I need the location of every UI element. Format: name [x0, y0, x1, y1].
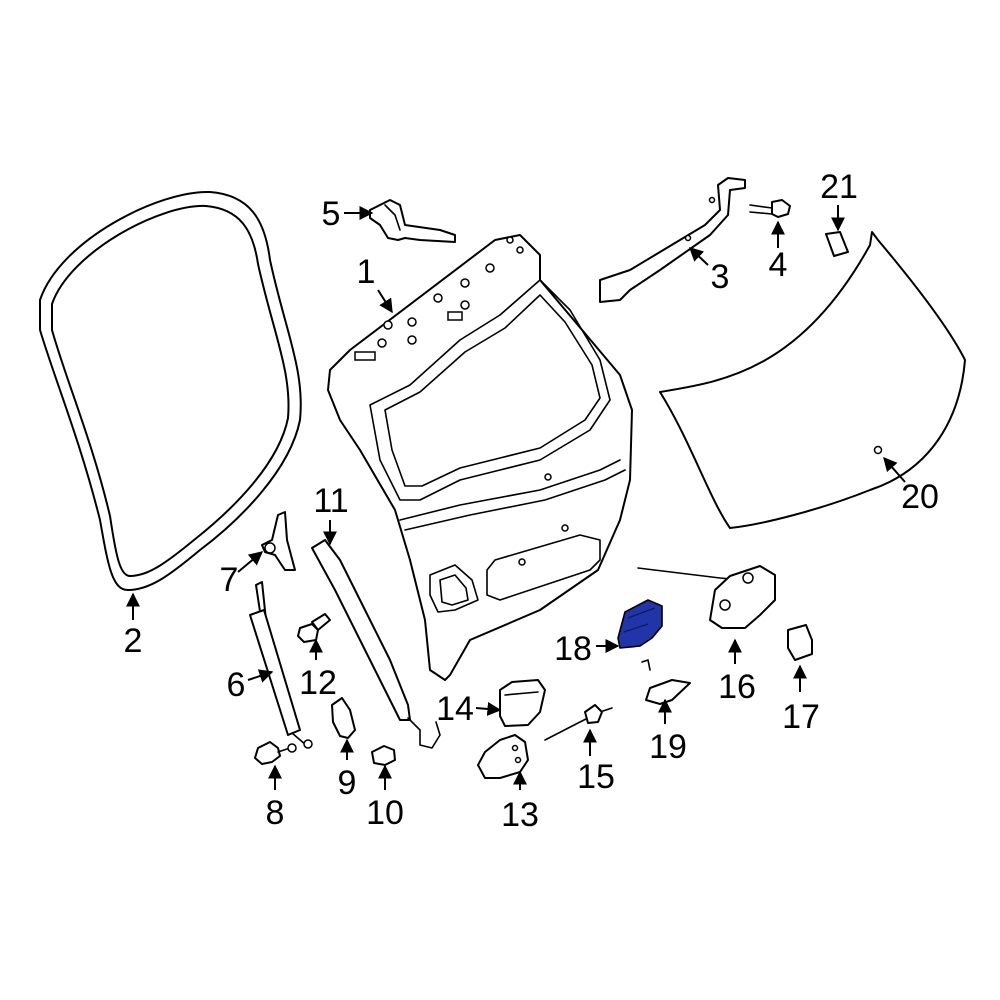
callout-15: 15	[577, 758, 615, 796]
part-13-lock-actuator[interactable]	[477, 734, 529, 779]
part-9-bumper[interactable]	[331, 697, 356, 739]
part-3-trim-strip[interactable]	[599, 177, 746, 303]
callout-12: 12	[299, 664, 337, 702]
callout-5: 5	[322, 195, 341, 233]
part-17-handle[interactable]	[787, 624, 813, 661]
leader-lines	[126, 205, 906, 790]
callout-10: 10	[366, 794, 404, 832]
part-6-strut[interactable]	[249, 581, 313, 749]
part-11-trim-rod[interactable]	[311, 539, 441, 749]
part-12-pin[interactable]	[297, 613, 331, 643]
part-4-screw[interactable]	[749, 199, 791, 218]
callout-6: 6	[227, 666, 246, 704]
part-1-liftgate[interactable]	[327, 234, 633, 681]
callout-14: 14	[436, 690, 474, 728]
part-7-bracket[interactable]	[261, 511, 296, 571]
callout-1: 1	[357, 253, 376, 291]
callout-2: 2	[124, 622, 143, 660]
callout-3: 3	[711, 258, 730, 296]
callout-7: 7	[220, 561, 239, 599]
part-21-clip[interactable]	[825, 231, 849, 257]
part-5-hinge[interactable]	[369, 199, 456, 243]
callout-11: 11	[313, 482, 348, 520]
callout-16: 16	[718, 668, 756, 706]
callout-19: 19	[649, 728, 687, 766]
callout-21: 21	[820, 168, 858, 206]
callout-20: 20	[901, 478, 939, 516]
callout-8: 8	[266, 794, 285, 832]
part-16-latch[interactable]	[637, 565, 776, 629]
callout-13: 13	[501, 796, 539, 834]
part-18-highlighted-module[interactable]	[617, 599, 663, 649]
part-20-glass[interactable]	[659, 231, 966, 529]
callouts: 1 2 3 4 5 6 7 8 9 10 11 12 13 14 15 16 1…	[124, 168, 939, 834]
callout-9: 9	[338, 764, 357, 802]
part-19-bracket[interactable]	[641, 659, 691, 705]
part-2-weatherstrip[interactable]	[39, 190, 302, 591]
callout-17: 17	[782, 698, 820, 736]
part-15-cable[interactable]	[544, 704, 613, 741]
callout-18: 18	[554, 630, 592, 668]
part-10-grommet[interactable]	[371, 745, 396, 766]
part-14-switch[interactable]	[499, 679, 546, 727]
callout-4: 4	[769, 246, 788, 284]
part-8-ball-stud[interactable]	[254, 741, 297, 765]
